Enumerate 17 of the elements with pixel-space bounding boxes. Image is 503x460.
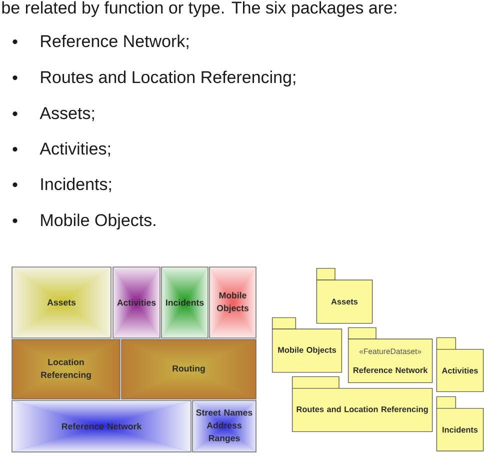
package-box: Mobile Objects [272, 317, 342, 373]
list-item: Incidents; [41, 178, 111, 192]
list-item: Assets; [40, 107, 94, 122]
layer-box: Assets [12, 266, 112, 338]
layer-box: Street Names Address Ranges [192, 400, 256, 452]
package-box: Incidents [436, 396, 484, 452]
package-box: Routes and Location Referencing [292, 376, 433, 432]
list-item: Mobile Objects. [41, 214, 156, 230]
package-box: Assets [316, 268, 373, 324]
layer-box: Routing [121, 339, 256, 400]
list-item: Reference Network; [41, 34, 188, 50]
layer-box: Location Referencing [12, 339, 120, 400]
list-item: Routes and Location Referencing; [41, 70, 296, 87]
list-item: Activities; [40, 142, 110, 157]
layer-box: Mobile Objects [209, 266, 256, 338]
package-box: Activities [436, 337, 484, 392]
body-text: be related by function or type. The six packages are: [2, 1, 396, 18]
